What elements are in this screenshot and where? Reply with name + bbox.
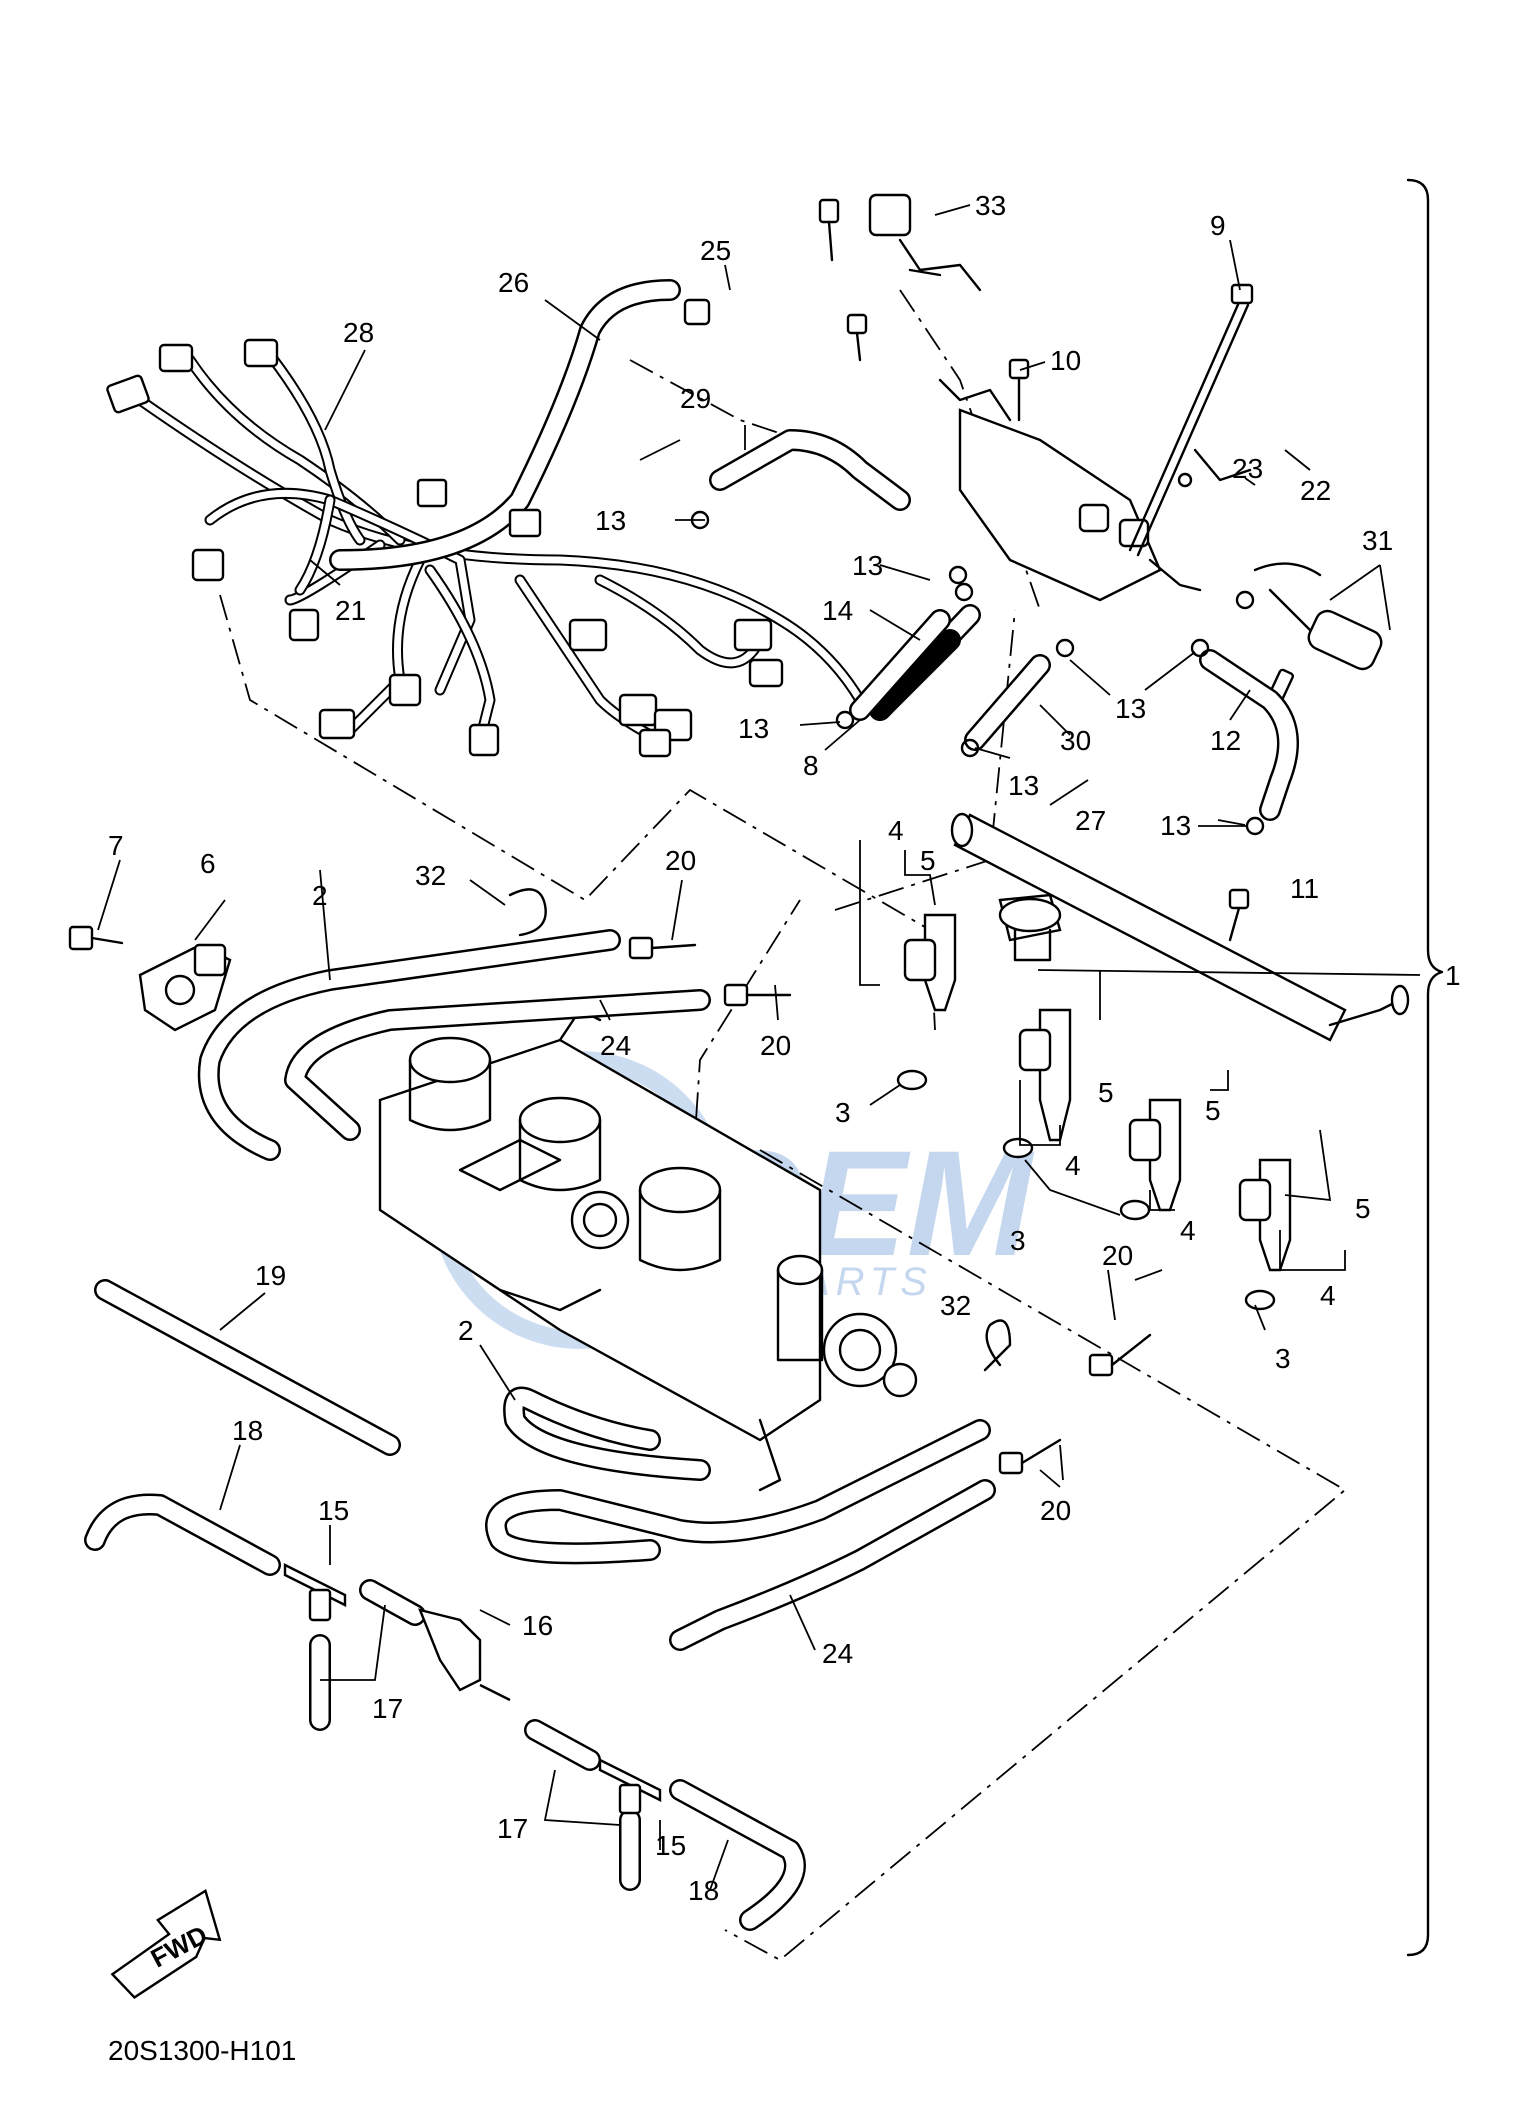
callout-5: 5 — [1355, 1193, 1371, 1224]
callout-18: 18 — [232, 1415, 263, 1446]
callout-3: 3 — [835, 1097, 851, 1128]
leader-lines — [97, 204, 1421, 1891]
callout-27: 27 — [1075, 805, 1106, 836]
callout-30: 30 — [1060, 725, 1091, 756]
callout-23: 23 — [1232, 453, 1263, 484]
callout-labels: 1 2 2 3 3 3 3 4 4 4 4 5 5 5 5 6 7 8 9 10… — [108, 190, 1461, 1906]
callout-33: 33 — [975, 190, 1006, 221]
callout-20: 20 — [1102, 1240, 1133, 1271]
callout-20: 20 — [760, 1030, 791, 1061]
throttle-body — [378, 1008, 918, 1492]
callout-15: 15 — [318, 1495, 349, 1526]
callout-7: 7 — [108, 830, 124, 861]
callout-20: 20 — [1040, 1495, 1071, 1526]
callout-3: 3 — [1275, 1343, 1291, 1374]
callout-5: 5 — [920, 845, 936, 876]
assembly-bracket — [1406, 178, 1444, 1957]
callout-4: 4 — [1065, 1150, 1081, 1181]
callout-18: 18 — [688, 1875, 719, 1906]
callout-17: 17 — [497, 1813, 528, 1844]
callout-26: 26 — [498, 267, 529, 298]
hoses-main — [197, 929, 996, 1651]
callout-10: 10 — [1050, 345, 1081, 376]
fwd-arrow: FWD — [110, 1888, 222, 1999]
callout-13: 13 — [595, 505, 626, 536]
callout-15: 15 — [655, 1830, 686, 1861]
callout-6: 6 — [200, 848, 216, 879]
harness-connectors — [106, 298, 784, 758]
callout-13: 13 — [1160, 810, 1191, 841]
callout-21: 21 — [335, 595, 366, 626]
hoses-upper — [709, 429, 1299, 821]
bolts-and-screws — [68, 198, 1383, 1475]
upper-bracket — [868, 193, 1202, 602]
callout-13: 13 — [1115, 693, 1146, 724]
callout-2: 2 — [458, 1315, 474, 1346]
callout-12: 12 — [1210, 725, 1241, 756]
callout-3: 3 — [1010, 1225, 1026, 1256]
callout-13: 13 — [852, 550, 883, 581]
callout-24: 24 — [822, 1638, 853, 1669]
callout-20: 20 — [665, 845, 696, 876]
fuel-rail — [950, 812, 1410, 1042]
callout-32: 32 — [940, 1290, 971, 1321]
callout-4: 4 — [1180, 1215, 1196, 1246]
callout-19: 19 — [255, 1260, 286, 1291]
callout-13: 13 — [1008, 770, 1039, 801]
hoses-lower — [84, 1279, 806, 1931]
callout-9: 9 — [1210, 210, 1226, 241]
callout-17: 17 — [372, 1693, 403, 1724]
injectors — [903, 913, 1292, 1272]
callout-31: 31 — [1362, 525, 1393, 556]
throttle-sensor — [138, 943, 232, 1032]
callout-4: 4 — [888, 815, 904, 846]
callout-16: 16 — [522, 1610, 553, 1641]
callout-8: 8 — [803, 750, 819, 781]
callout-5: 5 — [1098, 1077, 1114, 1108]
callout-11: 11 — [1290, 873, 1319, 904]
callout-5: 5 — [1205, 1095, 1221, 1126]
callout-24: 24 — [600, 1030, 631, 1061]
callout-4: 4 — [1320, 1280, 1336, 1311]
callout-1: 1 — [1445, 960, 1461, 991]
callout-28: 28 — [343, 317, 374, 348]
callout-29: 29 — [680, 383, 711, 414]
callout-13: 13 — [738, 713, 769, 744]
hose-fittings — [283, 1563, 662, 1815]
clips — [508, 510, 1276, 1372]
callout-32: 32 — [415, 860, 446, 891]
callout-14: 14 — [822, 595, 853, 626]
callout-25: 25 — [700, 235, 731, 266]
diagram-code: 20S1300-H101 — [108, 2035, 296, 2066]
callout-2: 2 — [312, 880, 328, 911]
callout-22: 22 — [1300, 475, 1331, 506]
